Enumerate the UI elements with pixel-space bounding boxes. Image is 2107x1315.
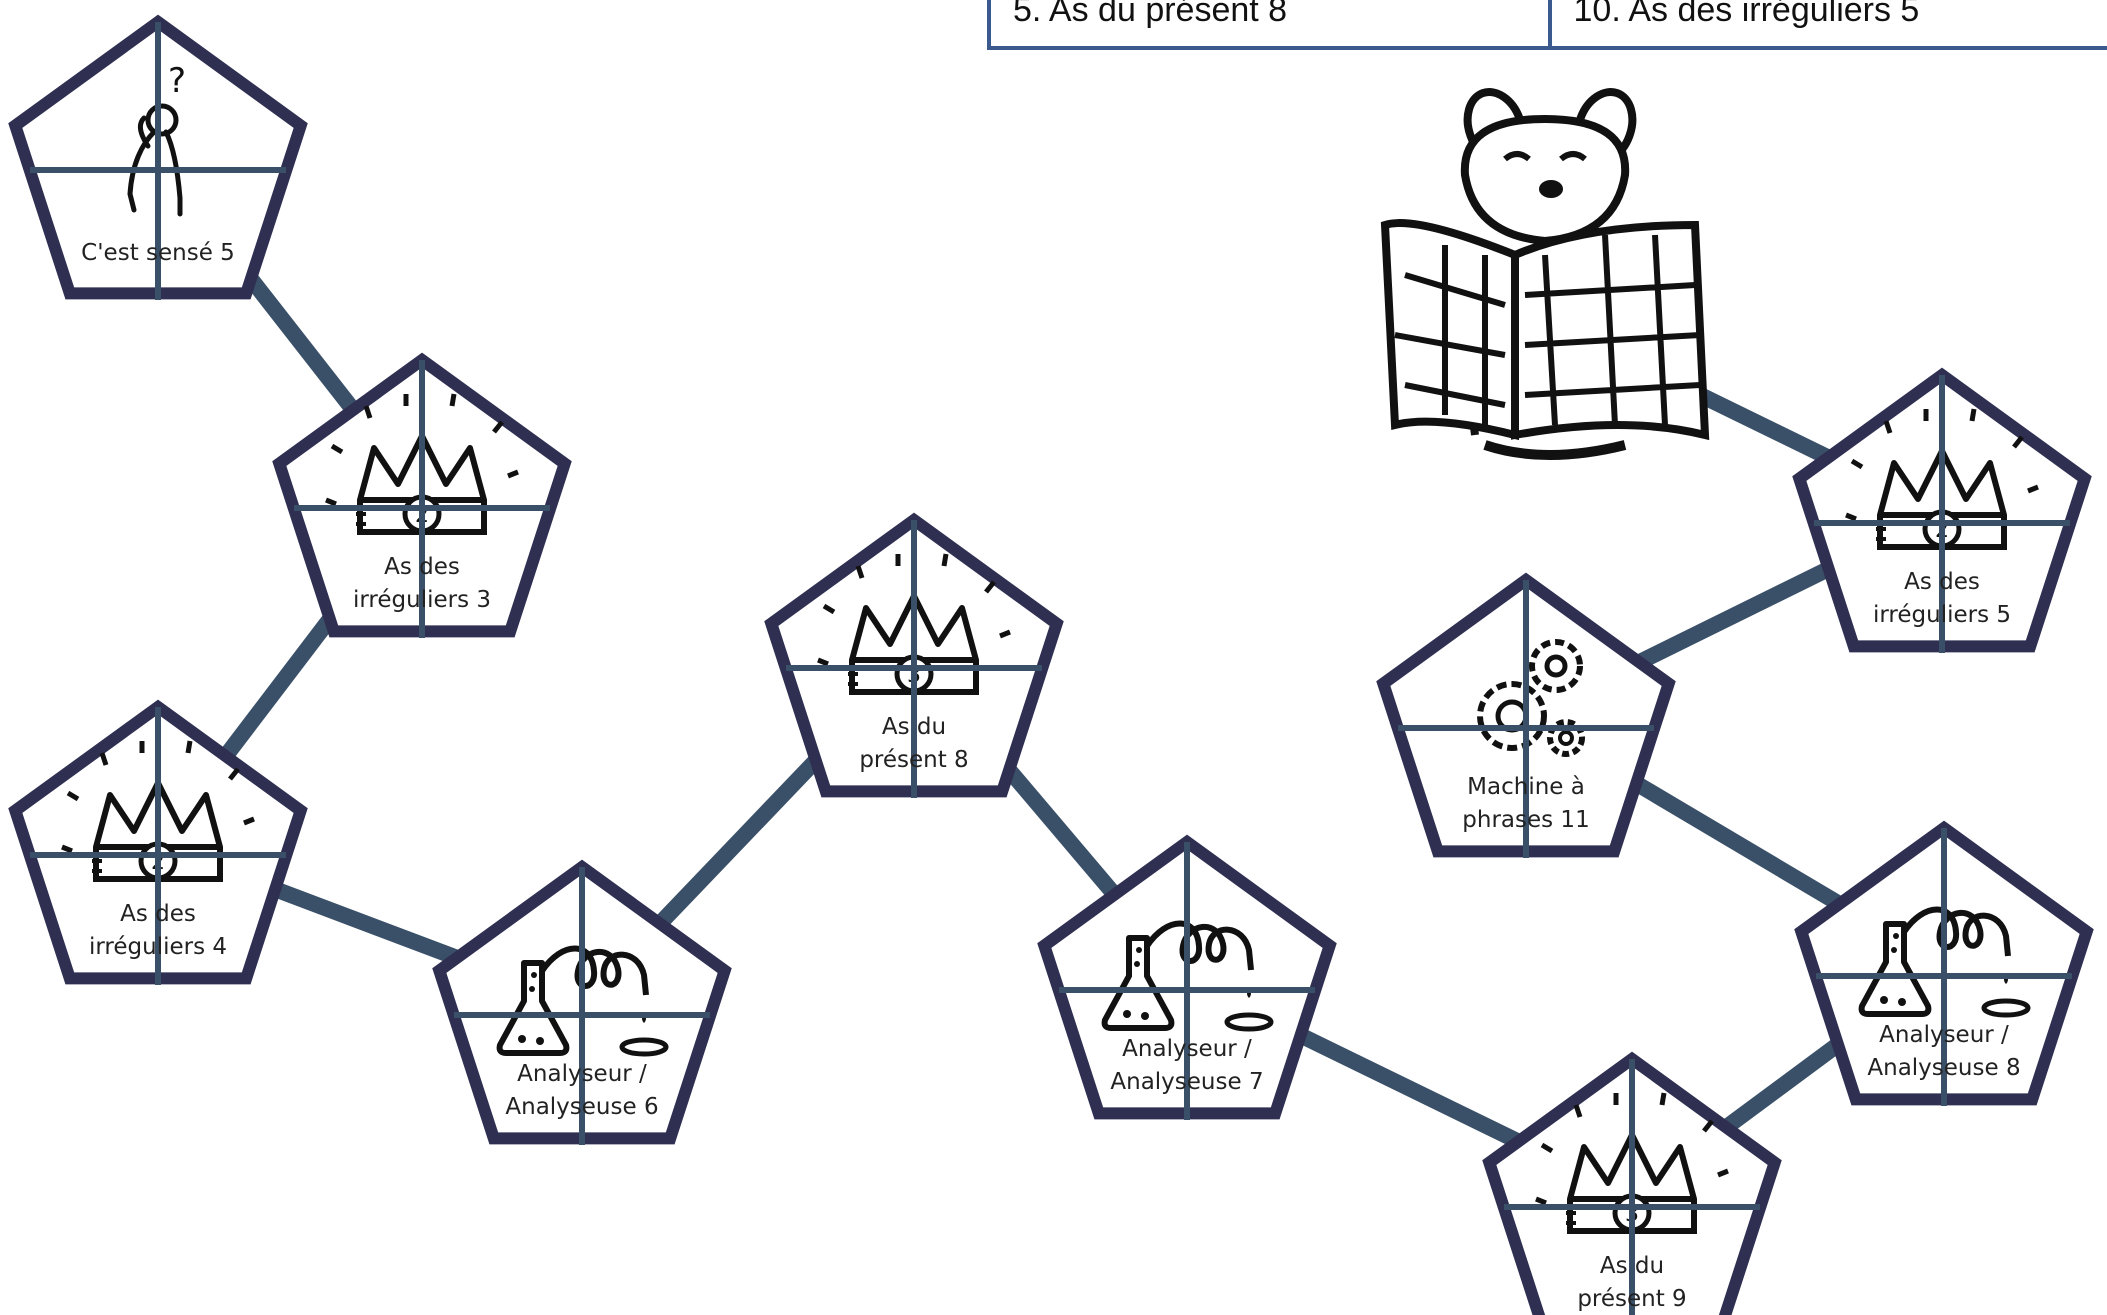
node-label-line: As des <box>384 554 460 580</box>
pentagon-node[interactable]: Analyseur / Analyseuse 7 <box>1044 842 1329 1120</box>
node-label-line: Machine à <box>1467 774 1585 800</box>
node-label-line: phrases 11 <box>1462 807 1589 833</box>
kangaroo-reading-map-icon <box>1385 84 1705 455</box>
node-label-line: présent 9 <box>1577 1286 1686 1312</box>
node-label-line: Analyseuse 6 <box>505 1094 658 1120</box>
node-label-line: C'est sensé 5 <box>81 240 235 266</box>
pentagon-node[interactable]: Analyseur / Analyseuse 8 <box>1801 828 2086 1106</box>
node-label-line: As des <box>1904 569 1980 595</box>
node-label-line: Analyseuse 7 <box>1110 1069 1263 1095</box>
node-label-line: Analyseur / <box>517 1061 647 1087</box>
pentagon-node[interactable]: C'est sensé 5 <box>15 22 300 300</box>
node-label-line: irréguliers 3 <box>353 587 491 613</box>
node-label-line: présent 8 <box>859 747 968 773</box>
node-label-line: irréguliers 4 <box>89 934 227 960</box>
node-label-line: As du <box>882 714 946 740</box>
node-label-line: irréguliers 5 <box>1873 602 2011 628</box>
node-label-line: Analyseuse 8 <box>1867 1055 2020 1081</box>
node-label-line: Analyseur / <box>1879 1022 2009 1048</box>
node-label-line: As des <box>120 901 196 927</box>
pentagon-node[interactable]: Machine à phrases 11 <box>1383 580 1668 858</box>
node-label-line: As du <box>1600 1253 1664 1279</box>
node-label-line: Analyseur / <box>1122 1036 1252 1062</box>
node-label: C'est sensé 5 <box>81 240 235 266</box>
